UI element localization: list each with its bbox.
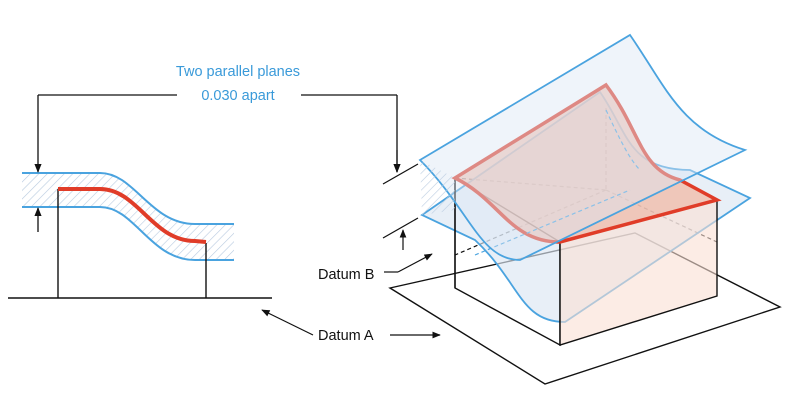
tolerance-zone-hatch xyxy=(22,173,234,260)
dim-extension-lower xyxy=(382,217,419,239)
dim-extension-upper xyxy=(382,163,419,185)
datum-a-label: Datum A xyxy=(318,328,374,344)
lower-zone-hidden-edge xyxy=(474,189,631,256)
controlled-profile xyxy=(58,187,207,244)
datum-b-label: Datum B xyxy=(318,267,374,283)
side-view xyxy=(8,95,272,299)
callout-line-1: Two parallel planes xyxy=(176,64,300,80)
lower-zone-boundary xyxy=(22,206,234,261)
isometric-view xyxy=(382,33,782,385)
datum-a-leader-left xyxy=(261,309,314,336)
zone-edge-hatch xyxy=(420,160,455,215)
callout-line-2: 0.030 apart xyxy=(201,88,274,104)
controlled-surface-hidden-curve xyxy=(605,109,641,171)
controlled-surface xyxy=(451,82,722,244)
upper-tolerance-surface xyxy=(418,33,748,261)
datum-b-leader-arrow xyxy=(397,253,433,273)
callout-leader xyxy=(38,94,401,173)
upper-zone-boundary xyxy=(22,172,234,225)
